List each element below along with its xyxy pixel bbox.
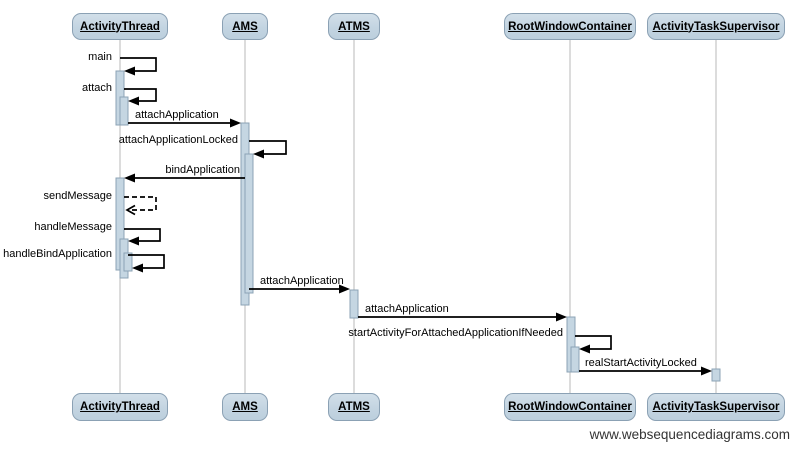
message-label-attach: attach xyxy=(82,82,112,94)
message-label-handlemessage: handleMessage xyxy=(34,221,112,233)
actor-top-atms: ATMS xyxy=(328,13,380,40)
message-label-main: main xyxy=(88,51,112,63)
message-line-main xyxy=(120,57,157,72)
arrowhead-icon xyxy=(128,236,139,246)
arrowhead-icon xyxy=(339,284,350,294)
message-label-handlebindapplication: handleBindApplication xyxy=(3,248,112,260)
activation-bar xyxy=(123,252,133,272)
arrowhead-icon xyxy=(128,96,139,106)
message-label-realstartactivitylocked: realStartActivityLocked xyxy=(585,357,697,369)
arrowhead-icon xyxy=(556,312,567,322)
actor-top-activitythread: ActivityThread xyxy=(72,13,168,40)
message-line-attachapplicationlocked xyxy=(249,140,287,155)
message-label-sendmessage: sendMessage xyxy=(43,190,113,202)
arrowhead-icon xyxy=(124,66,135,76)
actor-bottom-ams: AMS xyxy=(222,393,268,421)
message-line-handlebindapplication xyxy=(128,254,165,269)
message-label-attachapplication: attachApplication xyxy=(365,303,449,315)
message-line-attach xyxy=(124,88,157,102)
activation-bar xyxy=(349,289,359,319)
actor-bottom-activitytasksupervisor: ActivityTaskSupervisor xyxy=(647,393,785,421)
message-label-attachapplication: attachApplication xyxy=(135,109,219,121)
message-line-sendmessage xyxy=(124,196,157,211)
message-label-attachapplicationlocked: attachApplicationLocked xyxy=(118,134,238,146)
message-line-startactivityforattachedapplicationifneeded xyxy=(575,335,612,350)
activation-bar xyxy=(119,96,129,126)
message-label-attachapplication: attachApplication xyxy=(260,275,344,287)
arrowhead-icon xyxy=(253,149,264,159)
actor-top-rootwindowcontainer: RootWindowContainer xyxy=(504,13,636,40)
activation-bar xyxy=(711,368,721,382)
arrowhead-icon xyxy=(579,344,590,354)
activation-bar xyxy=(570,346,580,373)
watermark: www.websequencediagrams.com xyxy=(589,427,790,442)
open-arrowhead-icon xyxy=(125,204,136,216)
actor-top-ams: AMS xyxy=(222,13,268,40)
arrowhead-icon xyxy=(701,366,712,376)
message-line-handlemessage xyxy=(124,228,161,242)
actor-bottom-rootwindowcontainer: RootWindowContainer xyxy=(504,393,636,421)
arrowhead-icon xyxy=(230,118,241,128)
actor-top-activitytasksupervisor: ActivityTaskSupervisor xyxy=(647,13,785,40)
actor-bottom-atms: ATMS xyxy=(328,393,380,421)
actor-bottom-activitythread: ActivityThread xyxy=(72,393,168,421)
arrowhead-icon xyxy=(124,173,135,183)
arrowhead-icon xyxy=(132,263,143,273)
activation-bar xyxy=(244,153,254,294)
message-label-bindapplication: bindApplication xyxy=(165,164,240,176)
message-label-startactivityforattachedapplicationifneeded: startActivityForAttachedApplicationIfNee… xyxy=(348,327,563,339)
